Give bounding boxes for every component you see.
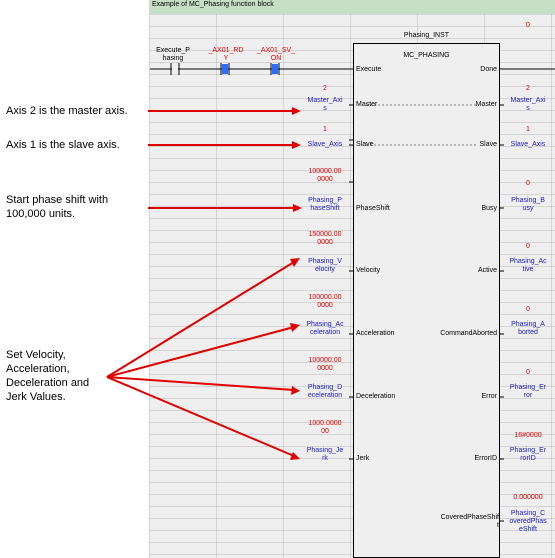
annotation-master-axis: Axis 2 is the master axis. xyxy=(6,105,128,117)
contact-label-ax01-rdy: _AX01_RD Y xyxy=(208,47,244,62)
input-value-deceleration: 100000.00 0000 xyxy=(308,357,342,372)
fb-port-coveredphaseshift: CoveredPhaseShif t xyxy=(440,514,499,529)
fb-port-master-in: Master xyxy=(356,101,378,108)
fb-port-phaseshift: PhaseShift xyxy=(356,205,390,212)
output-var-active[interactable]: Phasing_Ac tive xyxy=(509,258,547,273)
input-value-phaseshift: 100000.00 0000 xyxy=(308,168,342,183)
output-value-busy: 0 xyxy=(526,180,530,187)
fb-port-jerk: Jerk xyxy=(356,455,370,462)
contact-label-ax01-sv-on: _AX01_SV_ ON xyxy=(256,47,296,62)
contact-ax01-sv-on[interactable] xyxy=(270,63,280,75)
contact-ax01-rdy[interactable] xyxy=(220,63,230,75)
input-var-phaseshift[interactable]: Phasing_P haseShift xyxy=(308,197,342,212)
output-value-master: 2 xyxy=(526,85,530,92)
output-value-done: 0 xyxy=(526,22,530,29)
fb-port-busy: Busy xyxy=(481,205,497,212)
output-value-coveredphaseshift: 0.000000 xyxy=(513,494,543,501)
input-var-acceleration[interactable]: Phasing_Ac celeration xyxy=(306,321,344,336)
output-var-slave[interactable]: Slave_Axis xyxy=(510,141,546,148)
rung-comment-header: Example of MC_Phasing function block xyxy=(149,0,555,14)
fb-port-error: Error xyxy=(481,393,497,400)
output-value-errorid: 16#0000 xyxy=(514,432,542,439)
input-var-slave[interactable]: Slave_Axis xyxy=(307,141,343,148)
output-value-error: 0 xyxy=(526,369,530,376)
fb-port-slave-in: Slave xyxy=(356,141,374,148)
output-var-coveredphaseshift[interactable]: Phasing_C overedPhas eShift xyxy=(509,510,547,533)
contact-label-execute-phasing: Execute_P hasing xyxy=(156,47,190,62)
output-var-master[interactable]: Master_Axi s xyxy=(510,97,546,112)
output-value-active: 0 xyxy=(526,243,530,250)
fb-port-deceleration: Deceleration xyxy=(356,393,396,400)
output-value-slave: 1 xyxy=(526,126,530,133)
annotation-phase-shift: Start phase shift with 100,000 units. xyxy=(6,194,109,220)
input-var-deceleration[interactable]: Phasing_D eceleration xyxy=(307,384,343,399)
fb-type-name: MC_PHASING xyxy=(403,52,450,59)
fb-port-active: Active xyxy=(477,267,497,274)
output-var-commandaborted[interactable]: Phasing_A borted xyxy=(511,321,545,336)
function-block-mc-phasing[interactable] xyxy=(353,43,500,558)
fb-port-slave-out: Slave xyxy=(479,141,497,148)
annotation-dynamics: Set Velocity, Acceleration, Deceleration… xyxy=(6,349,90,403)
rung-comment-text: Example of MC_Phasing function block xyxy=(152,1,274,8)
output-var-errorid[interactable]: Phasing_Er rorID xyxy=(509,447,547,462)
output-var-busy[interactable]: Phasing_B usy xyxy=(511,197,545,212)
fb-port-commandaborted: CommandAborted xyxy=(440,330,497,337)
input-value-velocity: 150000.00 0000 xyxy=(308,231,342,246)
fb-port-execute: Execute xyxy=(356,66,382,73)
contact-execute-phasing[interactable] xyxy=(170,63,180,75)
input-value-slave: 1 xyxy=(323,126,327,133)
fb-port-errorid: ErrorID xyxy=(474,455,497,462)
fb-port-acceleration: Acceleration xyxy=(356,330,395,337)
fb-instance-name: Phasing_INST xyxy=(403,32,450,39)
input-value-jerk: 1000.0000 00 xyxy=(308,420,342,435)
output-var-error[interactable]: Phasing_Er ror xyxy=(509,384,547,399)
input-value-acceleration: 100000.00 0000 xyxy=(308,294,342,309)
fb-port-velocity: Velocity xyxy=(356,267,381,274)
fb-port-done: Done xyxy=(480,66,497,73)
input-var-master[interactable]: Master_Axi s xyxy=(307,97,343,112)
output-value-commandaborted: 0 xyxy=(526,306,530,313)
fb-port-master-out: Master xyxy=(475,101,497,108)
annotation-slave-axis: Axis 1 is the slave axis. xyxy=(6,139,120,151)
input-var-jerk[interactable]: Phasing_Je rk xyxy=(306,447,344,462)
input-var-velocity[interactable]: Phasing_V elocity xyxy=(308,258,342,273)
input-value-master: 2 xyxy=(323,85,327,92)
